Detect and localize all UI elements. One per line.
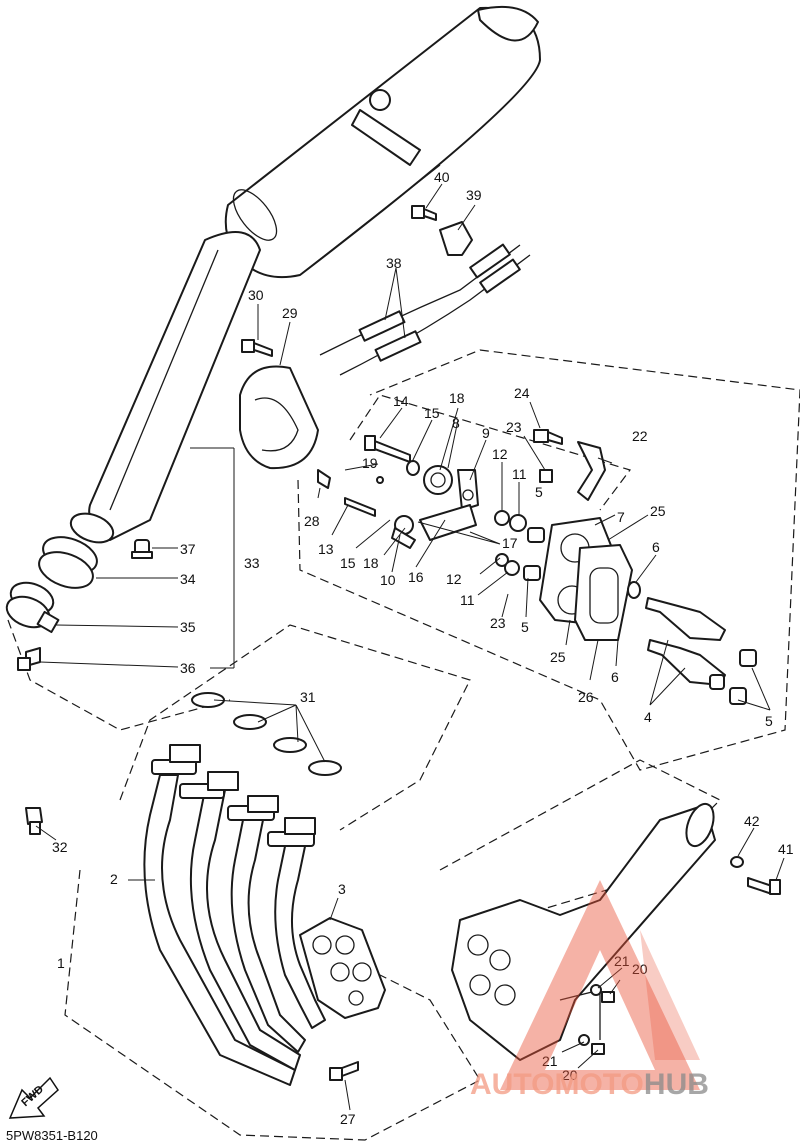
collector-bolt <box>329 1061 359 1081</box>
callout-38: 38 <box>386 255 402 271</box>
callout-42: 42 <box>744 813 760 829</box>
callout-36: 36 <box>180 660 196 676</box>
callout-23a: 23 <box>506 419 522 435</box>
group-outline-gaskets <box>119 624 471 831</box>
callout-27: 27 <box>340 1111 356 1127</box>
callout-6b: 6 <box>611 669 619 685</box>
valve-bushings <box>523 527 641 599</box>
callout-35: 35 <box>180 619 196 635</box>
callout-3: 3 <box>338 881 346 897</box>
callout-5c: 5 <box>765 713 773 729</box>
callout-6a: 6 <box>652 539 660 555</box>
cable-holder <box>439 221 473 256</box>
exhaust-valve-shafts <box>645 597 757 705</box>
callout-41: 41 <box>778 841 794 857</box>
callout-37: 37 <box>180 541 196 557</box>
protector-bolt <box>241 339 273 357</box>
cap-nut <box>131 539 153 559</box>
callout-12a: 12 <box>492 446 508 462</box>
callout-20a: 20 <box>632 961 648 977</box>
group-outline-headers <box>64 869 481 1141</box>
muffler <box>224 5 541 279</box>
callout-28: 28 <box>304 513 320 529</box>
callout-32: 32 <box>52 839 68 855</box>
callout-2: 2 <box>110 871 118 887</box>
callout-19: 19 <box>362 455 378 471</box>
valve-pulley-assembly <box>317 435 479 549</box>
callout-31: 31 <box>300 689 316 705</box>
valve-gasket <box>574 544 633 641</box>
watermark-triangle-icon <box>500 880 700 1090</box>
callout-13: 13 <box>318 541 334 557</box>
callout-16: 16 <box>408 569 424 585</box>
callout-30: 30 <box>248 287 264 303</box>
group-outline-valve-inner <box>349 394 631 511</box>
callout-7: 7 <box>617 509 625 525</box>
callout-21b: 21 <box>542 1053 558 1069</box>
watermark-text-1: AUTOMOTOHUB <box>470 1068 709 1101</box>
clamp-bolt <box>17 647 41 671</box>
callout-29: 29 <box>282 305 298 321</box>
callout-24: 24 <box>514 385 530 401</box>
washer-set <box>494 510 527 576</box>
callout-26: 26 <box>578 689 594 705</box>
callout-25a: 25 <box>650 503 666 519</box>
callout-22: 22 <box>632 428 648 444</box>
collector-flange <box>299 917 386 1019</box>
watermark-logo: AUTOMOTOHUB <box>470 880 709 1101</box>
callout-5a: 5 <box>535 484 543 500</box>
leader-lines <box>35 183 785 1111</box>
holder-screw <box>411 205 437 221</box>
callout-numbers: 1 2 3 4 5 5 5 6 6 7 8 9 10 11 11 12 12 1… <box>52 169 794 1127</box>
valve-bracket <box>533 429 606 501</box>
callout-34: 34 <box>180 571 196 587</box>
valve-cable <box>319 243 531 376</box>
callout-12b: 12 <box>446 571 462 587</box>
callout-4: 4 <box>644 709 652 725</box>
mount-bolt <box>730 856 781 895</box>
callout-18a: 18 <box>449 390 465 406</box>
callout-39: 39 <box>466 187 482 203</box>
callout-5b: 5 <box>521 619 529 635</box>
callout-11a: 11 <box>512 466 527 482</box>
link-pipe <box>69 231 261 544</box>
collector-body <box>451 802 716 1061</box>
callout-21a: 21 <box>614 953 630 969</box>
callout-15a: 15 <box>424 405 440 421</box>
callout-8: 8 <box>452 415 460 431</box>
heat-protector <box>239 365 319 470</box>
callout-1: 1 <box>57 955 65 971</box>
callout-40: 40 <box>434 169 450 185</box>
callout-20b: 20 <box>562 1067 578 1083</box>
joint-gasket <box>38 536 98 589</box>
collector-bolts <box>578 984 615 1055</box>
callout-18b: 18 <box>363 555 379 571</box>
pipe-clamp <box>5 581 60 634</box>
callout-10: 10 <box>380 572 396 588</box>
callout-11b: 11 <box>460 592 475 608</box>
callout-25b: 25 <box>550 649 566 665</box>
group-outline-valve <box>297 349 800 771</box>
exhaust-gaskets <box>191 692 342 776</box>
callout-23b: 23 <box>490 615 506 631</box>
fwd-arrow-icon: FWD <box>8 1076 59 1119</box>
callout-17: 17 <box>502 535 518 551</box>
exhaust-headers <box>143 744 326 1086</box>
flange-bolt <box>25 807 43 835</box>
group-outline-joint <box>7 619 231 731</box>
callout-15b: 15 <box>340 555 356 571</box>
callout-33: 33 <box>244 555 260 571</box>
diagram-code: 5PW8351-B120 <box>6 1128 98 1143</box>
callout-9: 9 <box>482 425 490 441</box>
callout-14: 14 <box>393 393 409 409</box>
